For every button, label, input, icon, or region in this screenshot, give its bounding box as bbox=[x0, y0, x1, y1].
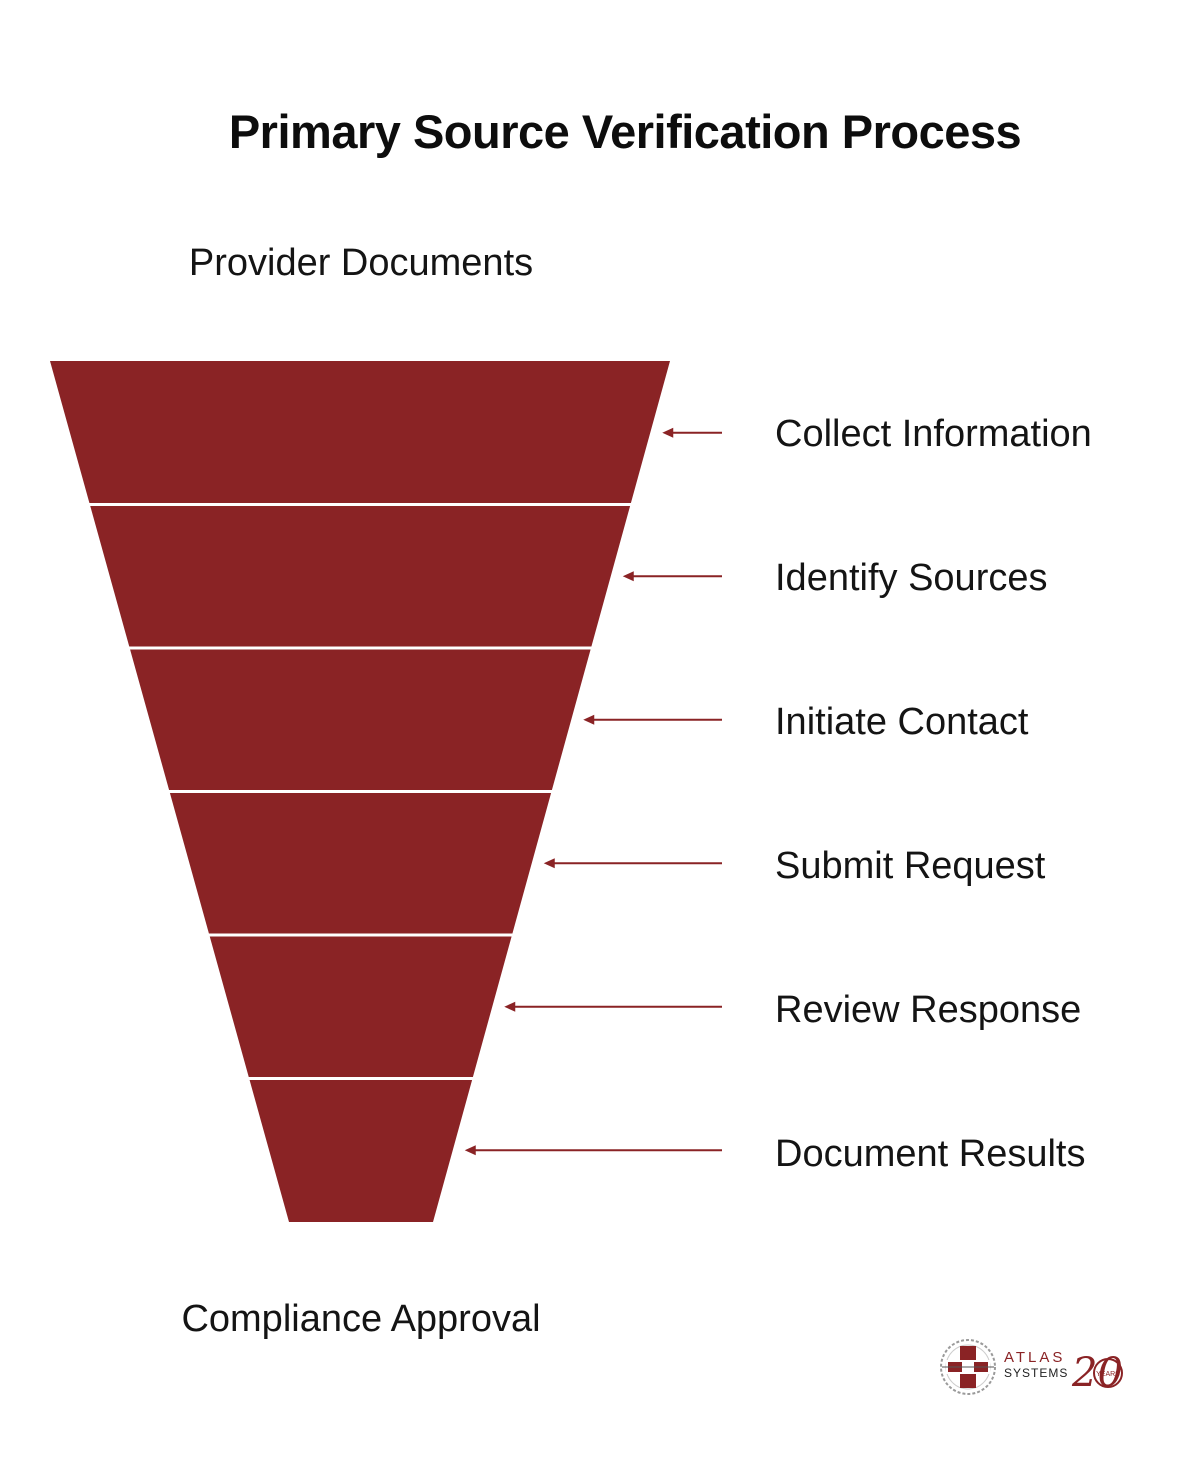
funnel-top-label: Provider Documents bbox=[188, 242, 534, 284]
logo-wordmark: ATLAS bbox=[1004, 1349, 1066, 1366]
atlas-systems-logo: ATLAS SYSTEMS 20 YEARS bbox=[938, 1336, 1128, 1398]
step-label-1: Collect Information bbox=[775, 413, 1092, 455]
funnel-segment-2 bbox=[90, 506, 631, 647]
arrow-left-icon bbox=[543, 858, 722, 869]
atlas-cross-emblem-icon bbox=[940, 1339, 996, 1395]
funnel-bottom-label: Compliance Approval bbox=[181, 1298, 541, 1340]
step-label-2: Identify Sources bbox=[775, 557, 1048, 599]
page-title: Primary Source Verification Process bbox=[228, 105, 1022, 158]
arrow-left-icon bbox=[464, 1145, 722, 1156]
svg-text:20: 20 bbox=[1071, 1350, 1123, 1394]
arrow-left-icon bbox=[583, 714, 722, 725]
funnel-segment-4 bbox=[169, 793, 552, 934]
step-label-3: Initiate Contact bbox=[775, 701, 1029, 743]
step-label-5: Review Response bbox=[775, 989, 1082, 1031]
logo-subtext: SYSTEMS bbox=[1004, 1366, 1069, 1380]
funnel-segment-1 bbox=[50, 361, 670, 503]
arrow-left-icon bbox=[622, 571, 722, 582]
step-label-6: Document Results bbox=[775, 1133, 1086, 1175]
anniversary-20-years-icon: 20 YEARS bbox=[1071, 1350, 1123, 1394]
funnel-segment-6 bbox=[249, 1080, 473, 1222]
funnel-segment-3 bbox=[130, 649, 591, 790]
svg-text:YEARS: YEARS bbox=[1096, 1371, 1120, 1378]
arrow-left-icon bbox=[662, 427, 722, 438]
step-label-4: Submit Request bbox=[775, 845, 1046, 887]
funnel-segment-5 bbox=[209, 936, 512, 1077]
arrow-left-icon bbox=[504, 1001, 722, 1012]
